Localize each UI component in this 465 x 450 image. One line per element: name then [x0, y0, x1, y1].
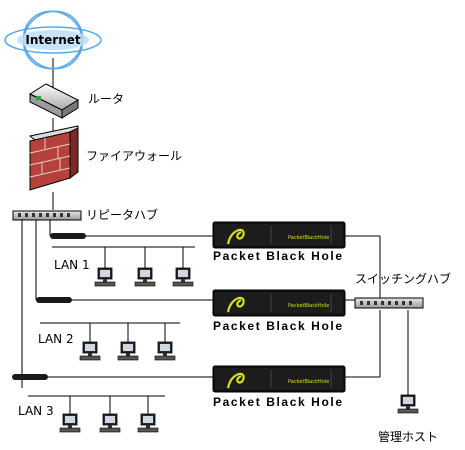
lan-1-label: LAN 1	[54, 258, 90, 272]
repeater-hub-label: リピータハブ	[86, 207, 158, 222]
appliance-2-label: Packet Black Hole	[213, 319, 344, 333]
transceiver-icon	[12, 233, 86, 380]
computer-icon	[94, 267, 116, 287]
lan-2-label: LAN 2	[38, 332, 74, 346]
computer-icon	[134, 267, 156, 287]
management-host-icon	[397, 394, 419, 414]
computer-icon	[137, 413, 159, 433]
switching-hub-icon	[354, 297, 424, 309]
appliance-2: PacketBlackHole	[211, 288, 347, 318]
appliance-badge: PacketBlackHole	[288, 303, 329, 309]
router-label: ルータ	[88, 92, 124, 106]
appliance-1-label: Packet Black Hole	[213, 249, 344, 263]
repeater-hub-icon	[12, 210, 82, 221]
firewall-label: ファイアウォール	[86, 149, 182, 163]
computer-icon	[59, 413, 81, 433]
management-host-label: 管理ホスト	[378, 429, 438, 444]
lan-3-label: LAN 3	[18, 404, 54, 418]
appliance-3: PacketBlackHole	[211, 364, 347, 394]
appliance-1: PacketBlackHole	[211, 220, 347, 250]
appliance-3-label: Packet Black Hole	[213, 395, 344, 409]
computer-icon	[154, 341, 176, 361]
lan-1-pcs	[94, 267, 194, 287]
switching-hub-label: スイッチングハブ	[355, 271, 451, 286]
lan-3-pcs	[59, 413, 159, 433]
appliance-badge: PacketBlackHole	[288, 379, 329, 385]
computer-icon	[172, 267, 194, 287]
appliance-badge: PacketBlackHole	[288, 235, 329, 241]
computer-icon	[79, 341, 101, 361]
internet-label: Internet	[25, 33, 80, 47]
lan-2-pcs	[79, 341, 176, 361]
computer-icon	[99, 413, 121, 433]
internet-globe-icon	[4, 10, 102, 70]
router-icon	[28, 83, 80, 119]
computer-icon	[117, 341, 139, 361]
firewall-icon	[28, 125, 79, 191]
